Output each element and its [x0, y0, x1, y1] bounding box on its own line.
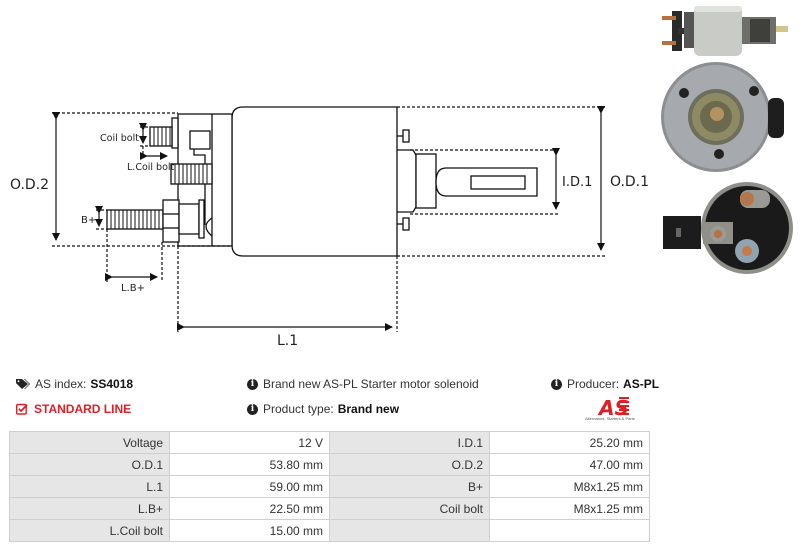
as-index-row: AS index: SS4018	[16, 377, 133, 391]
producer-value: AS-PL	[623, 377, 660, 391]
spec-value: 53.80 mm	[169, 453, 330, 476]
specifications-table: Voltage 12 V I.D.1 25.20 mm O.D.1 53.80 …	[9, 431, 650, 542]
spec-label: Voltage	[9, 431, 170, 454]
table-row: Voltage 12 V I.D.1 25.20 mm	[9, 431, 650, 454]
spec-value: 15.00 mm	[169, 519, 330, 542]
product-type-value: Brand new	[337, 402, 400, 416]
table-row: L.B+ 22.50 mm Coil bolt M8x1.25 mm	[9, 497, 650, 520]
solenoid-terminal-photo	[663, 182, 793, 274]
plunger-slot	[470, 175, 526, 190]
b-plus-label: B+	[81, 215, 96, 226]
plunger-collar	[415, 153, 437, 209]
coil-bolt-label: Coil bolt	[100, 133, 139, 144]
spec-value: 12 V	[169, 431, 330, 454]
table-row: O.D.1 53.80 mm O.D.2 47.00 mm	[9, 453, 650, 476]
spec-label: Coil bolt	[329, 497, 490, 520]
info-icon: i	[247, 403, 258, 415]
l-coil-bolt-label: L.Coil bolt	[127, 162, 175, 173]
id1-label: I.D.1	[562, 175, 592, 190]
spec-value: 59.00 mm	[169, 475, 330, 498]
producer-row: i Producer: AS-PL	[551, 377, 659, 391]
product-description: Brand new AS-PL Starter motor solenoid	[263, 377, 479, 391]
solenoid-front-photo	[661, 62, 784, 172]
spec-label: L.B+	[9, 497, 170, 520]
spec-value: M8x1.25 mm	[489, 497, 650, 520]
spec-label: B+	[329, 475, 490, 498]
spec-value: 25.20 mm	[489, 431, 650, 454]
producer-label: Producer:	[567, 377, 620, 391]
coil-bolt-thread	[149, 126, 173, 147]
table-row: L.Coil bolt 15.00 mm	[9, 519, 650, 542]
spec-label	[329, 519, 490, 542]
checkbox-checked-icon	[16, 403, 28, 415]
logo-tagline: Alternators, Starters & Parts	[585, 416, 635, 421]
standard-line-label: STANDARD LINE	[34, 402, 132, 416]
product-type-label: Product type:	[263, 402, 334, 416]
lb-plus-label: L.B+	[121, 283, 145, 294]
logo-text: AS	[597, 396, 629, 420]
b-plus-nut	[162, 199, 180, 243]
spec-label: O.D.1	[9, 453, 170, 476]
spec-value	[489, 519, 650, 542]
standard-line-row: STANDARD LINE	[16, 402, 131, 416]
technical-drawing: O.D.2 O.D.1 I.D.1 L.1 L.B+ B+ Coil bolt …	[10, 106, 649, 349]
as-index-value: SS4018	[90, 377, 134, 391]
spec-value: 22.50 mm	[169, 497, 330, 520]
spec-label: O.D.2	[329, 453, 490, 476]
spec-value: M8x1.25 mm	[489, 475, 650, 498]
description-row: i Brand new AS-PL Starter motor solenoid	[247, 377, 479, 391]
spec-label: L.Coil bolt	[9, 519, 170, 542]
spec-label: I.D.1	[329, 431, 490, 454]
od2-label: O.D.2	[10, 177, 49, 193]
product-type-row: i Product type: Brand new	[247, 402, 399, 416]
product-photos	[661, 6, 793, 274]
as-index-label: AS index:	[35, 377, 87, 391]
l1-label: L.1	[277, 333, 298, 349]
solenoid-side-photo	[662, 6, 788, 56]
spec-value: 47.00 mm	[489, 453, 650, 476]
solenoid-body-outline	[231, 106, 398, 257]
info-icon: i	[551, 378, 562, 390]
od1-label: O.D.1	[610, 174, 649, 190]
tags-icon	[16, 379, 30, 389]
as-pl-logo: AS	[597, 396, 629, 420]
table-row: L.1 59.00 mm B+ M8x1.25 mm	[9, 475, 650, 498]
info-icon: i	[247, 378, 258, 390]
spec-label: L.1	[9, 475, 170, 498]
